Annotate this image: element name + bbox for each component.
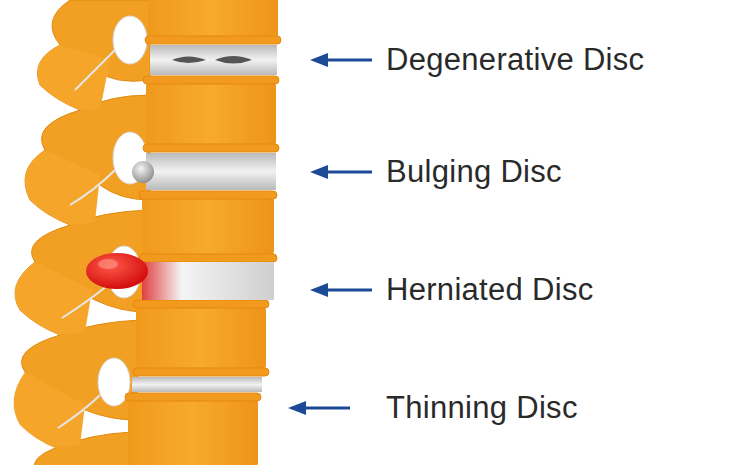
disc-label: Degenerative Disc xyxy=(386,42,644,78)
disc-label: Bulging Disc xyxy=(386,154,562,190)
disc-label: Thinning Disc xyxy=(386,390,578,426)
disc-label: Herniated Disc xyxy=(386,272,594,308)
